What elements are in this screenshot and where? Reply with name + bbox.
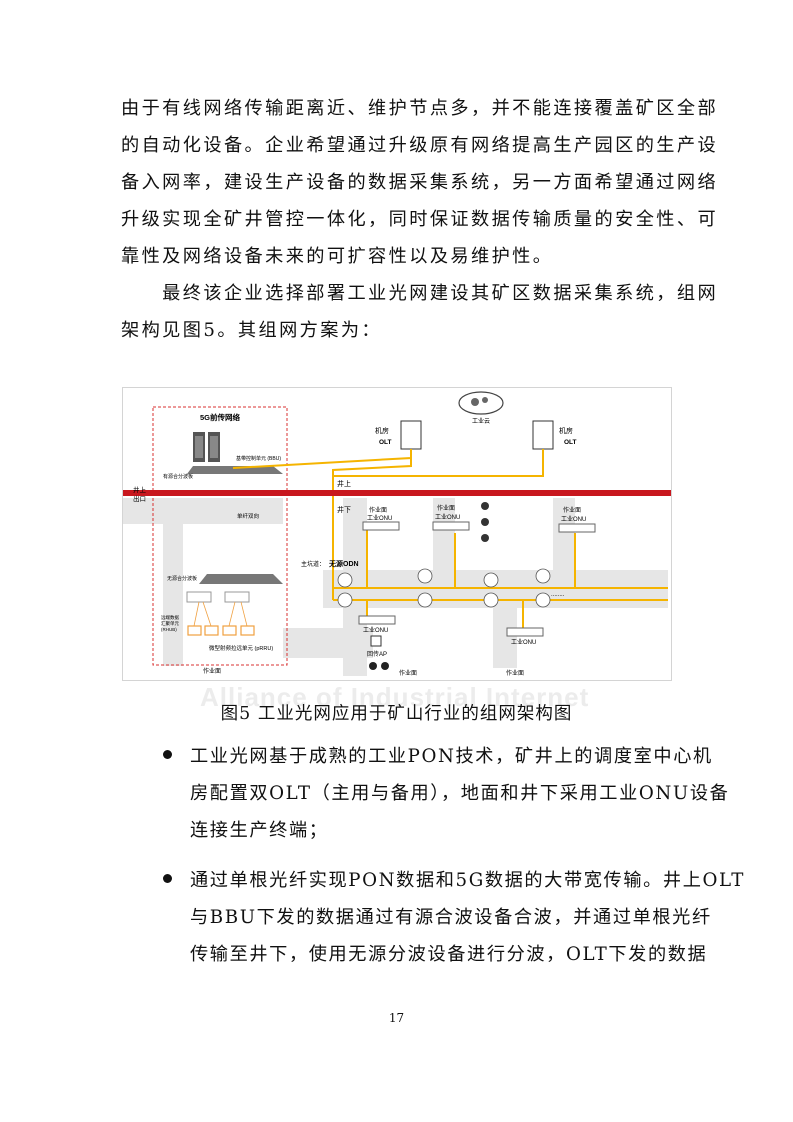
workface-label: 作业面 [399, 669, 417, 677]
single-fiber-label: 单纤双向 [237, 512, 259, 520]
more-dots: ........ [551, 592, 565, 598]
main-shaft-label: 主坑道： [301, 560, 325, 568]
ap-label: 回传AP [367, 650, 387, 658]
olt-icon-primary [400, 420, 422, 450]
onu-label: 工业ONU [367, 514, 392, 522]
prru-label: 微型射频拉远单元 (pRRU) [209, 644, 273, 652]
odn-splitters [337, 568, 551, 608]
5g-fronthaul-panel [152, 406, 288, 666]
text-line: 连接生产终端； [190, 820, 329, 841]
network-architecture-figure: 5G前传网络 基带控制单元 (BBU) 有源合分波板 单纤双向 无源合分波板 远… [122, 387, 672, 681]
onu-icon [558, 523, 596, 533]
workface-label: 作业面 [437, 504, 455, 512]
onu-icon [432, 521, 470, 531]
onu-label: 工业ONU [363, 626, 388, 634]
shaft-down-label: 井下 [337, 505, 351, 514]
passive-mux-label: 无源合分波板 [167, 575, 197, 582]
text-line: 升级实现全矿井管控一体化，同时保证数据传输质量的安全性、可 [121, 209, 719, 230]
page-number: 17 [388, 1011, 405, 1025]
text-line: 最终该企业选择部署工业光网建设其矿区数据采集系统，组网 [121, 283, 719, 304]
rhub-label: (RHUB) [161, 627, 177, 632]
workface-label: 作业面 [369, 506, 387, 514]
passive-mux-icon [199, 574, 283, 584]
text-line: 与BBU下发的数据通过有源合波设备合波，并通过单根光纤 [190, 907, 712, 928]
sensor-icons [481, 502, 489, 542]
olt-icon-backup [532, 420, 554, 450]
text-line: 传输至井下，使用无源分波设备进行分波，OLT下发的数据 [190, 944, 708, 965]
bullet-marker [163, 874, 172, 883]
cloud-label: 工业云 [472, 417, 490, 425]
onu-icon [506, 627, 544, 637]
onu-label: 工业ONU [511, 638, 536, 646]
workface-label: 作业面 [563, 506, 581, 514]
fiber-lines [232, 449, 668, 628]
exit-label: 井上 [133, 485, 147, 494]
room-label: 机房 [559, 426, 573, 435]
text-line: 通过单根光纤实现PON数据和5G数据的大带宽传输。井上OLT [190, 870, 745, 891]
text-line: 备入网率，建设生产设备的数据采集系统，另一方面希望通过网络 [121, 172, 719, 193]
onu-label: 工业ONU [435, 513, 460, 521]
text-line: 由于有线网络传输距离近、维护节点多，并不能连接覆盖矿区全部 [121, 98, 719, 119]
bbu-icon [193, 432, 220, 462]
text-line: 工业光网基于成熟的工业PON技术，矿井上的调度室中心机 [190, 746, 713, 767]
workface-label: 作业面 [506, 669, 524, 677]
ap-icon [370, 635, 382, 647]
text-line: 的自动化设备。企业希望通过升级原有网络提高生产园区的生产设 [121, 135, 719, 156]
prru-icons [187, 625, 255, 636]
rhub-label: 远端数据 [161, 614, 179, 621]
watermark: Alliance of Industrial Internet [200, 682, 590, 712]
text-line: 架构见图5。其组网方案为： [121, 320, 383, 341]
olt-label: OLT [379, 439, 392, 446]
active-mux-label: 有源合分波板 [163, 473, 193, 480]
architecture-diagram: 5G前传网络 基带控制单元 (BBU) 有源合分波板 单纤双向 无源合分波板 远… [123, 391, 671, 677]
figure-caption: 图5 工业光网应用于矿山行业的组网架构图 [220, 704, 573, 724]
shaft-top-label: 井上 [337, 479, 351, 488]
text-line: 靠性及网络设备未来的可扩容性以及易维护性。 [121, 246, 554, 267]
rhub-box [224, 591, 250, 603]
onu-icon [362, 521, 400, 531]
room-label: 机房 [375, 426, 389, 435]
panel-title: 5G前传网络 [200, 412, 241, 422]
industrial-cloud-icon [458, 391, 504, 415]
onu-label: 工业ONU [561, 515, 586, 523]
rhub-box [186, 591, 212, 603]
workface-label: 作业面 [203, 667, 221, 675]
odn-label: 无源ODN [328, 559, 359, 568]
rhub-label: 汇聚单元 [161, 620, 179, 627]
onu-icon [358, 615, 396, 625]
helmet-icons [369, 662, 389, 670]
text-line: 房配置双OLT（主用与备用），地面和井下采用工业ONU设备 [190, 783, 730, 804]
bbu-label: 基带控制单元 (BBU) [236, 455, 281, 462]
bullet-marker [163, 750, 172, 759]
active-mux-icon [187, 466, 283, 486]
olt-label: OLT [564, 439, 577, 446]
exit-label: 出口 [133, 494, 146, 503]
shaft-surface-bar [123, 490, 671, 496]
